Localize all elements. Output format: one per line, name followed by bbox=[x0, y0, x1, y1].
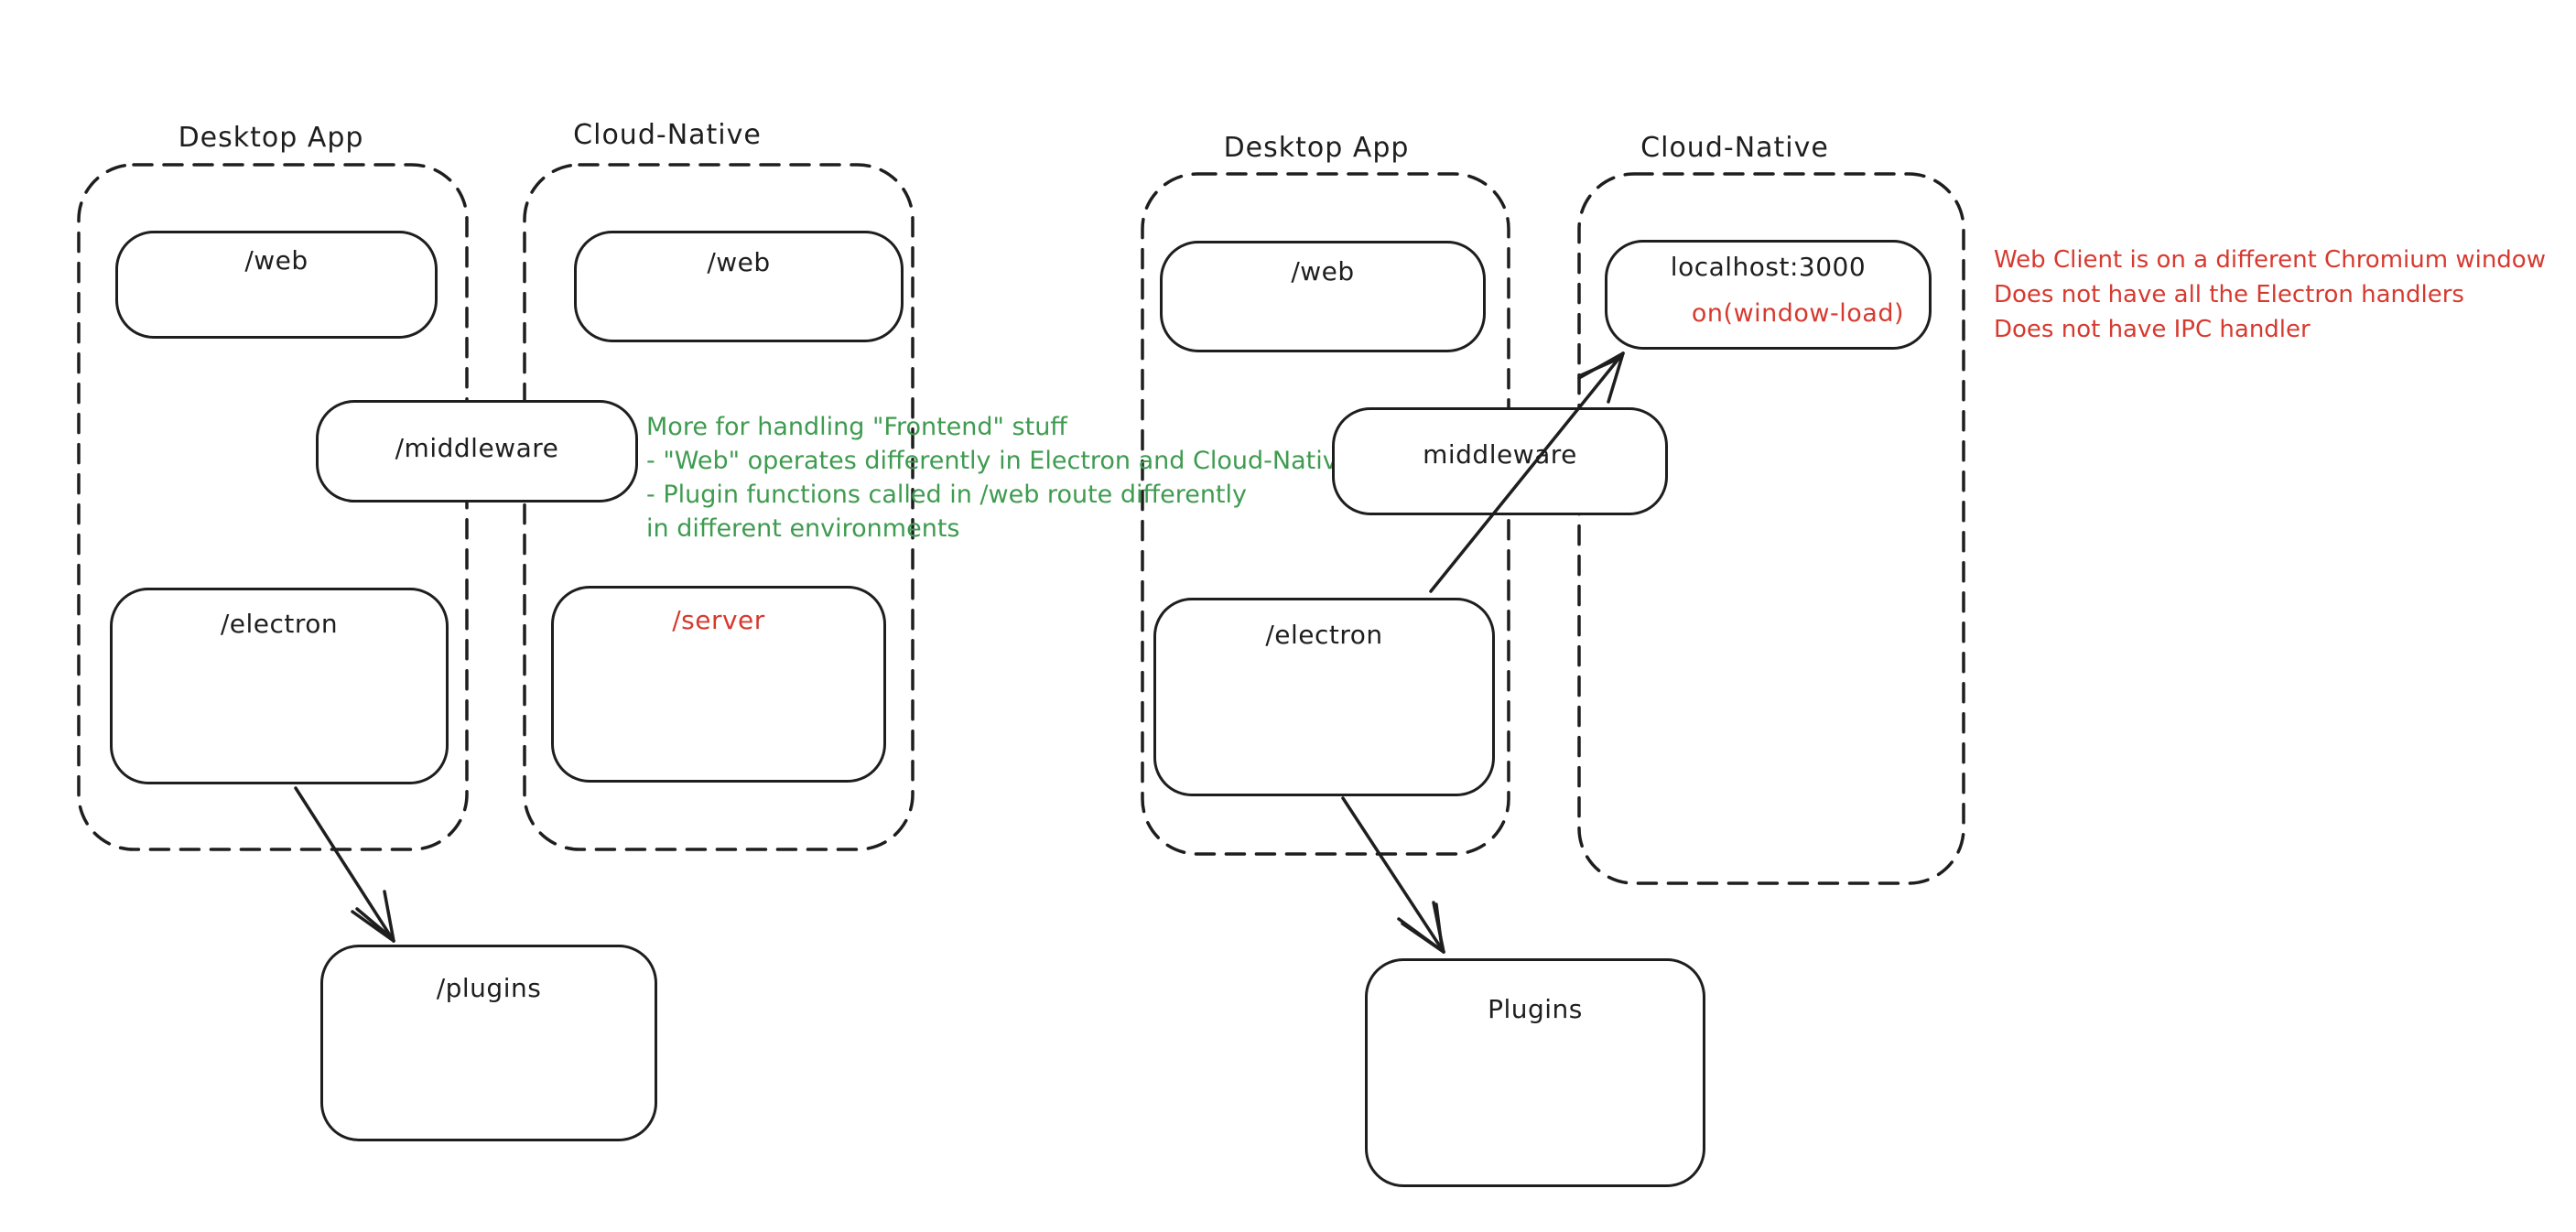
note-green-line-2: - "Web" operates differently in Electron… bbox=[646, 447, 1353, 475]
label-electron-right: /electron bbox=[1265, 620, 1383, 650]
label-plugins-left: /plugins bbox=[436, 973, 542, 1003]
note-red-line-3: Does not have IPC handler bbox=[1994, 316, 2311, 343]
note-red-line-1: Web Client is on a different Chromium wi… bbox=[1994, 246, 2546, 274]
header-right-cloud-native[interactable]: Cloud-Native bbox=[1640, 132, 1829, 164]
header-left-cloud-native[interactable]: Cloud-Native bbox=[573, 119, 762, 151]
box-web-left-desktop[interactable] bbox=[115, 231, 438, 339]
box-web-right[interactable] bbox=[1160, 241, 1486, 352]
note-web-client[interactable]: Web Client is on a different Chromium wi… bbox=[1994, 243, 2546, 347]
header-right-desktop-app[interactable]: Desktop App bbox=[1223, 132, 1410, 164]
box-web-left-cloud[interactable] bbox=[574, 231, 904, 342]
label-web-left-desktop: /web bbox=[244, 245, 308, 276]
label-server-left: /server bbox=[672, 605, 765, 635]
box-plugins-right[interactable] bbox=[1365, 958, 1705, 1187]
box-electron-left[interactable] bbox=[110, 588, 449, 784]
note-green-line-3: - Plugin functions called in /web route … bbox=[646, 481, 1248, 509]
label-on-window-load: on(window-load) bbox=[1691, 299, 1904, 328]
container-right-desktop-app[interactable] bbox=[1141, 172, 1510, 856]
container-left-cloud-native[interactable] bbox=[523, 163, 915, 851]
container-left-desktop-app[interactable] bbox=[77, 163, 469, 851]
label-web-left-cloud: /web bbox=[707, 247, 771, 277]
box-plugins-left[interactable] bbox=[320, 945, 657, 1141]
box-server-left[interactable] bbox=[551, 586, 886, 783]
label-middleware-right: middleware bbox=[1423, 439, 1577, 470]
label-web-right: /web bbox=[1291, 256, 1355, 286]
box-electron-right[interactable] bbox=[1153, 598, 1495, 796]
note-green-line-1: More for handling "Frontend" stuff bbox=[646, 413, 1067, 441]
label-electron-left: /electron bbox=[220, 609, 339, 639]
label-middleware-left: /middleware bbox=[395, 433, 559, 463]
note-green-line-4: in different environments bbox=[646, 514, 960, 543]
header-left-desktop-app[interactable]: Desktop App bbox=[178, 122, 364, 154]
box-middleware-left[interactable] bbox=[316, 400, 638, 503]
label-plugins-right: Plugins bbox=[1488, 994, 1583, 1024]
note-frontend-stuff[interactable]: More for handling "Frontend" stuff - "We… bbox=[646, 410, 1352, 546]
note-red-line-2: Does not have all the Electron handlers bbox=[1994, 281, 2464, 308]
label-localhost-3000: localhost:3000 bbox=[1670, 252, 1867, 282]
box-localhost-3000[interactable] bbox=[1605, 240, 1932, 350]
